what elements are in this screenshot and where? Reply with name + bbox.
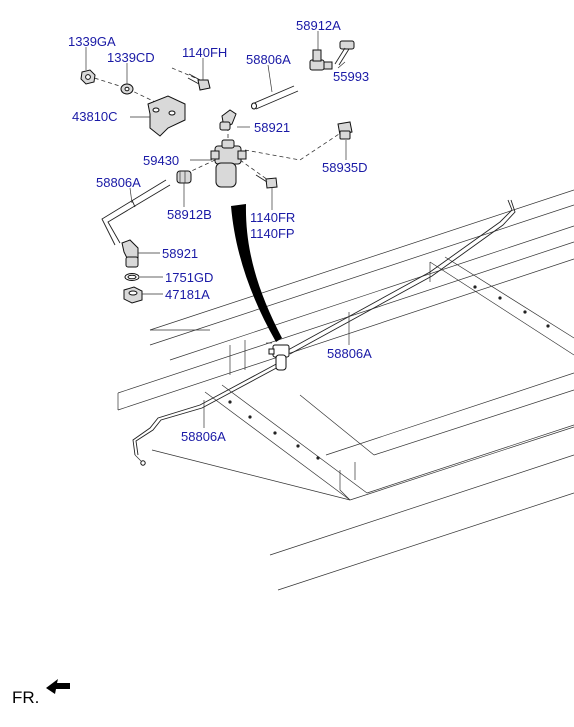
callout-55993[interactable]: 55993 xyxy=(333,69,369,84)
washer-icon xyxy=(120,83,134,95)
elbow-fitting-icon xyxy=(121,239,139,268)
callout-58806A-bot[interactable]: 58806A xyxy=(181,429,226,444)
straight-fitting-icon xyxy=(176,170,192,184)
callout-58921-top[interactable]: 58921 xyxy=(254,120,290,135)
nut-icon xyxy=(80,69,96,85)
air-line-tube xyxy=(132,199,516,466)
callout-58806A-mid[interactable]: 58806A xyxy=(327,346,372,361)
callout-47181A[interactable]: 47181A xyxy=(165,287,210,302)
direction-label: FR. xyxy=(12,688,39,707)
zoom-leader xyxy=(231,204,282,342)
callout-labels: 1339GA 1339CD 1140FH 58912A 58806A 55993… xyxy=(68,18,372,444)
callout-58912B[interactable]: 58912B xyxy=(167,207,212,222)
callout-58935D[interactable]: 58935D xyxy=(322,160,368,175)
elbow-fitting-icon xyxy=(219,109,237,131)
callout-58912A[interactable]: 58912A xyxy=(296,18,341,33)
front-arrow-icon xyxy=(46,679,70,694)
tube-icon xyxy=(101,179,171,246)
bolt-icon xyxy=(255,174,278,189)
label-leaders xyxy=(85,31,350,428)
direction-marker: FR. xyxy=(12,679,70,707)
callout-1140FR[interactable]: 1140FR xyxy=(250,210,295,225)
callout-59430[interactable]: 59430 xyxy=(143,153,179,168)
bracket-icon xyxy=(147,95,186,137)
air-filter-valve-icon xyxy=(210,139,247,188)
plug-icon xyxy=(337,121,353,140)
callout-1751GD[interactable]: 1751GD xyxy=(165,270,213,285)
callout-58921-low[interactable]: 58921 xyxy=(162,246,198,261)
callout-43810C[interactable]: 43810C xyxy=(72,109,118,124)
callout-58806A-left[interactable]: 58806A xyxy=(96,175,141,190)
callout-58806A-top[interactable]: 58806A xyxy=(246,52,291,67)
callout-1140FP[interactable]: 1140FP xyxy=(250,226,295,241)
callout-1339GA[interactable]: 1339GA xyxy=(68,34,116,49)
callout-1140FH[interactable]: 1140FH xyxy=(182,45,227,60)
connector-icon xyxy=(334,40,355,66)
chassis-filter-icon xyxy=(266,342,290,371)
callout-1339CD[interactable]: 1339CD xyxy=(107,50,155,65)
bolt-icon xyxy=(187,73,211,91)
nut-icon xyxy=(123,286,143,304)
tee-fitting-icon xyxy=(309,49,333,71)
o-ring-icon xyxy=(124,273,140,281)
tube-icon xyxy=(251,85,299,110)
chassis-frame xyxy=(117,189,574,591)
